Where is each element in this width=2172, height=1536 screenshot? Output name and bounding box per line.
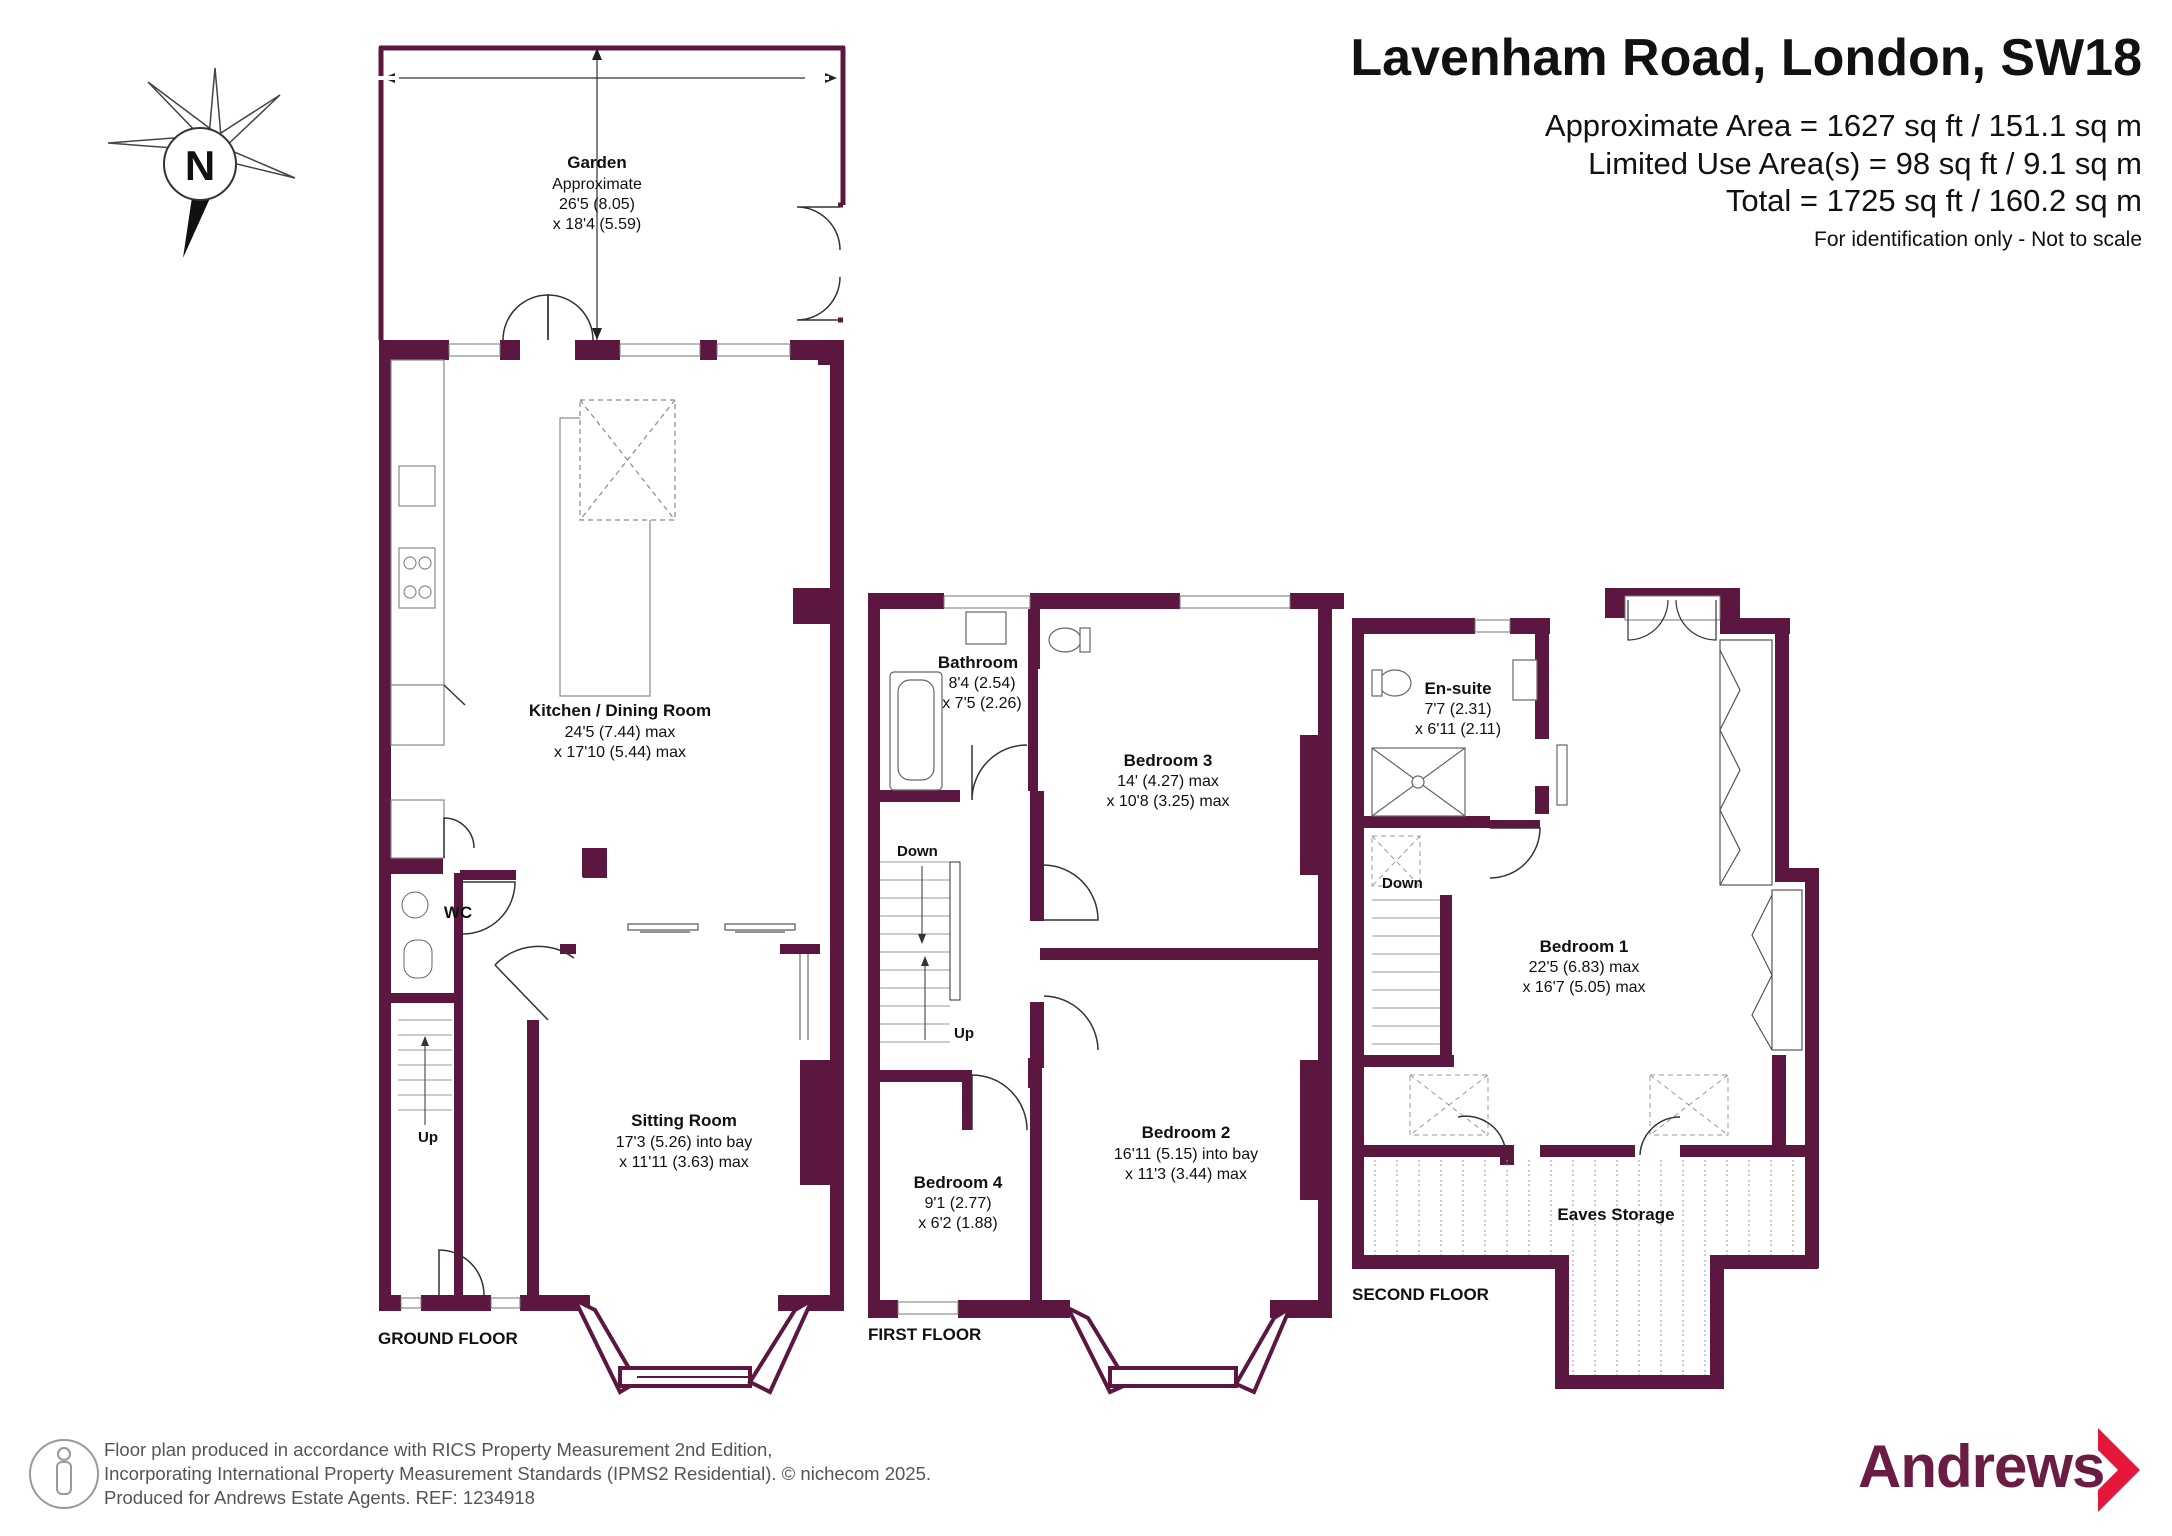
- andrews-arrow-icon: [2098, 1428, 2140, 1512]
- ground-stairs: [398, 1019, 452, 1125]
- bathroom-line1: 8'4 (2.54): [948, 675, 1015, 692]
- person-scale-icon: [29, 1439, 99, 1509]
- second-floor-walls: [1352, 588, 1819, 1389]
- bathroom-line2: x 7'5 (2.26): [942, 695, 1022, 712]
- sitting-label: Sitting Room: [631, 1111, 737, 1130]
- second-stairs: [1371, 835, 1440, 1045]
- second-floor: [1352, 588, 1819, 1389]
- bedroom2-label: Bedroom 2: [1142, 1123, 1231, 1142]
- first-stairs: [880, 861, 961, 1043]
- eaves-label: Eaves Storage: [1557, 1205, 1674, 1224]
- ensuite-line2: x 6'11 (2.11): [1415, 721, 1501, 738]
- bedroom2-line1: 16'11 (5.15) into bay: [1114, 1146, 1258, 1163]
- limited-use-area: Limited Use Area(s) = 98 sq ft / 9.1 sq …: [1588, 146, 2142, 181]
- compass-north-label: N: [185, 142, 215, 189]
- second-floor-label: SECOND FLOOR: [1352, 1285, 1489, 1304]
- footer-line2: Incorporating International Property Mea…: [104, 1463, 932, 1484]
- first-floor-label: FIRST FLOOR: [868, 1325, 981, 1344]
- first-bay-window: [1063, 1302, 1295, 1395]
- total-area: Total = 1725 sq ft / 160.2 sq m: [1725, 183, 2142, 218]
- bathroom-label: Bathroom: [938, 653, 1018, 672]
- sitting-line2: x 11'11 (3.63) max: [619, 1154, 749, 1171]
- sitting-line1: 17'3 (5.26) into bay: [616, 1134, 752, 1151]
- property-title: Lavenham Road, London, SW18: [1350, 29, 2142, 87]
- first-floor-walls: [868, 593, 1344, 1318]
- bedroom3-line2: x 10'8 (3.25) max: [1106, 793, 1229, 810]
- kitchen-line2: x 17'10 (5.44) max: [554, 744, 686, 761]
- andrews-logo: Andrews: [1858, 1433, 2105, 1500]
- garden-line3: x 18'4 (5.59): [553, 216, 641, 233]
- bedroom1-line1: 22'5 (6.83) max: [1529, 959, 1640, 976]
- first-floor: [868, 593, 1344, 1395]
- kitchen-units: [390, 359, 676, 859]
- bedroom2-line2: x 11'3 (3.44) max: [1125, 1166, 1247, 1183]
- bedroom3-label: Bedroom 3: [1124, 751, 1213, 770]
- stairs-down-first: Down: [897, 843, 938, 860]
- kitchen-line1: 24'5 (7.44) max: [565, 724, 676, 741]
- bedroom4-label: Bedroom 4: [914, 1173, 1003, 1192]
- ensuite-line1: 7'7 (2.31): [1424, 701, 1491, 718]
- garden-boundary: [378, 45, 846, 340]
- stairs-down-second: Down: [1382, 875, 1423, 892]
- eaves-storage-area: [1364, 1157, 1805, 1255]
- ground-floor-label: GROUND FLOOR: [378, 1329, 518, 1348]
- wc-label: WC: [444, 903, 472, 922]
- bedroom4-line2: x 6'2 (1.88): [918, 1215, 998, 1232]
- ground-floor-walls: [379, 340, 844, 1311]
- identification-note: For identification only - Not to scale: [1814, 228, 2142, 251]
- ensuite-label: En-suite: [1424, 679, 1491, 698]
- stairs-up-first: Up: [954, 1025, 974, 1042]
- footer-line1: Floor plan produced in accordance with R…: [104, 1439, 773, 1460]
- room-labels: Garden Approximate 26'5 (8.05) x 18'4 (5…: [378, 153, 1675, 1348]
- stairs-up-ground: Up: [418, 1129, 438, 1146]
- bedroom1-line2: x 16'7 (5.05) max: [1522, 979, 1645, 996]
- bedroom3-line1: 14' (4.27) max: [1117, 773, 1219, 790]
- ground-bay-window: [570, 1295, 817, 1395]
- bedroom1-label: Bedroom 1: [1540, 937, 1629, 956]
- kitchen-label: Kitchen / Dining Room: [529, 701, 711, 720]
- bedroom4-line1: 9'1 (2.77): [924, 1195, 991, 1212]
- garden-line2: 26'5 (8.05): [559, 196, 635, 213]
- footer-text: Floor plan produced in accordance with R…: [104, 1438, 931, 1510]
- approximate-area: Approximate Area = 1627 sq ft / 151.1 sq…: [1544, 108, 2142, 143]
- footer-line3: Produced for Andrews Estate Agents. REF:…: [104, 1487, 535, 1508]
- compass: N: [107, 67, 296, 258]
- garden-line1: Approximate: [552, 176, 642, 193]
- garden-label: Garden: [567, 153, 627, 172]
- ground-floor: [375, 45, 846, 1395]
